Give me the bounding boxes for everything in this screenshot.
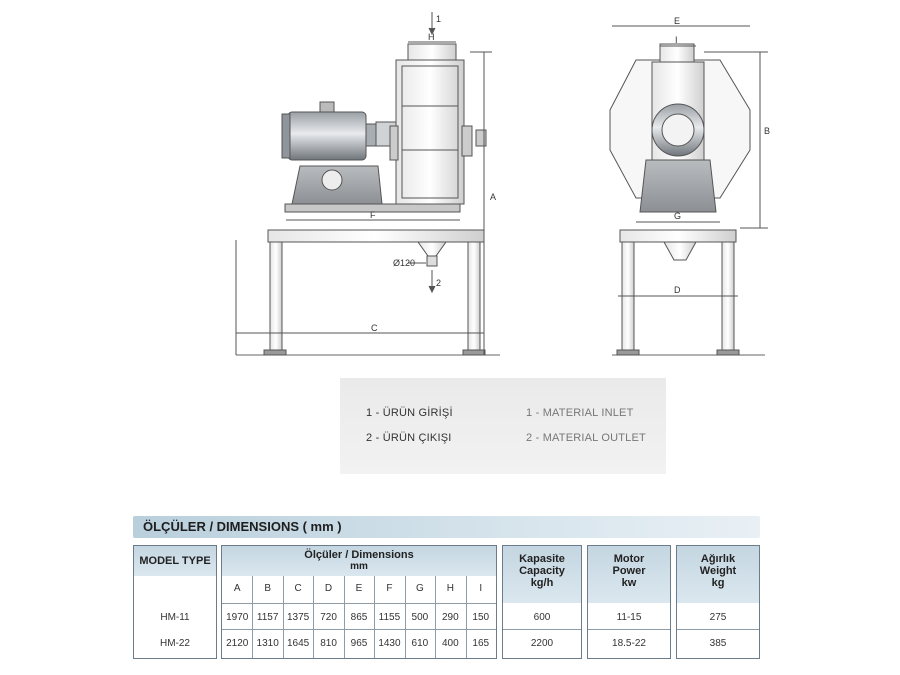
weight-header: Ağırlık Weight kg bbox=[677, 546, 759, 603]
dim-h-hm-22: 400 bbox=[441, 638, 459, 649]
power-header: Motor Power kw bbox=[588, 546, 670, 603]
dim-label-e: E bbox=[674, 16, 680, 26]
legend-tr-inlet: 1 - ÜRÜN GİRİŞİ bbox=[366, 407, 453, 419]
dimensions-header-title: Ölçüler / Dimensions bbox=[304, 549, 414, 561]
capacity-header-unit: kg/h bbox=[530, 577, 554, 589]
power-header-unit: kw bbox=[621, 577, 637, 589]
power-header-en: Power bbox=[612, 565, 646, 577]
column-header-g: G bbox=[415, 583, 424, 594]
dim-b-hm-11: 1157 bbox=[256, 612, 279, 623]
model-hm-11: HM-11 bbox=[160, 612, 190, 623]
dim-label-d: D bbox=[674, 285, 681, 295]
column-header-b: B bbox=[264, 583, 271, 594]
weight-box: Ağırlık Weight kg 275 385 bbox=[676, 545, 760, 659]
capacity-hm-11: 600 bbox=[533, 612, 551, 623]
capacity-hm-22: 2200 bbox=[530, 638, 554, 649]
column-header-c: C bbox=[294, 583, 302, 594]
section-title-text: ÖLÇÜLER / DIMENSIONS ( mm ) bbox=[143, 519, 342, 534]
dim-g-hm-22: 610 bbox=[411, 638, 429, 649]
capacity-header-tr: Kapasite bbox=[519, 553, 565, 565]
dim-label-a: A bbox=[490, 192, 496, 202]
diameter-label: Ø120 bbox=[393, 258, 415, 268]
dim-g-hm-11: 500 bbox=[411, 612, 429, 623]
dim-c-hm-22: 1645 bbox=[286, 638, 310, 649]
dim-label-f: F bbox=[370, 210, 376, 220]
column-header-i: I bbox=[479, 583, 483, 594]
legend-tr-outlet: 2 - ÜRÜN ÇIKIŞI bbox=[366, 432, 452, 444]
weight-header-unit: kg bbox=[711, 577, 725, 589]
legend-en-outlet: 2 - MATERIAL OUTLET bbox=[526, 432, 646, 444]
column-header-a: A bbox=[233, 583, 241, 594]
weight-header-en: Weight bbox=[699, 565, 737, 577]
dimensions-header-unit: mm bbox=[350, 561, 368, 572]
power-box: Motor Power kw 11-15 18.5-22 bbox=[587, 545, 671, 659]
legend-panel: 1 - ÜRÜN GİRİŞİ 2 - ÜRÜN ÇIKIŞI 1 - MATE… bbox=[340, 378, 666, 474]
dim-i-hm-11: 150 bbox=[472, 612, 490, 623]
weight-hm-22: 385 bbox=[709, 638, 727, 649]
dimensions-box: Ölçüler / Dimensions mm A 1970 2120 B 1157 13… bbox=[221, 545, 497, 659]
dim-d-hm-11: 720 bbox=[320, 612, 337, 623]
model-hm-22: HM-22 bbox=[159, 638, 190, 649]
model-type-box: MODEL TYPE HM-11 HM-22 bbox=[133, 545, 217, 659]
column-header-h: H bbox=[446, 583, 454, 594]
dim-label-h: H bbox=[428, 32, 435, 42]
power-hm-22: 18.5-22 bbox=[612, 638, 646, 649]
power-header-tr: Motor bbox=[613, 553, 645, 565]
dim-d-hm-22: 810 bbox=[320, 638, 337, 649]
column-header-f: F bbox=[386, 583, 393, 594]
dim-b-hm-22: 1310 bbox=[256, 638, 279, 649]
weight-header-tr: Ağırlık bbox=[700, 553, 736, 565]
dim-c-hm-11: 1375 bbox=[286, 612, 310, 623]
column-header-e: E bbox=[355, 583, 363, 594]
capacity-header: Kapasite Capacity kg/h bbox=[503, 546, 581, 603]
model-type-header: MODEL TYPE bbox=[134, 546, 216, 576]
front-view bbox=[235, 12, 500, 356]
technical-drawing: 1 H A F Ø120 2 C E I B G D bbox=[235, 12, 770, 356]
inlet-mark: 1 bbox=[436, 14, 441, 24]
power-hm-11: 11-15 bbox=[616, 612, 642, 623]
dim-a-hm-11: 1970 bbox=[226, 612, 249, 623]
dim-e-hm-11: 865 bbox=[350, 612, 368, 623]
capacity-header-en: Capacity bbox=[519, 565, 565, 577]
dimensions-header: Ölçüler / Dimensions mm bbox=[222, 546, 496, 576]
dim-label-g: G bbox=[674, 211, 681, 221]
dim-label-b: B bbox=[764, 126, 770, 136]
dim-label-i: I bbox=[675, 35, 678, 45]
dim-a-hm-22: 2120 bbox=[226, 638, 249, 649]
dim-i-hm-22: 165 bbox=[472, 638, 490, 649]
capacity-box: Kapasite Capacity kg/h 600 2200 bbox=[502, 545, 582, 659]
outlet-mark: 2 bbox=[436, 278, 441, 288]
dim-f-hm-22: 1430 bbox=[378, 638, 401, 649]
dim-e-hm-22: 965 bbox=[350, 638, 368, 649]
legend-en-inlet: 1 - MATERIAL INLET bbox=[526, 407, 634, 419]
side-view bbox=[609, 25, 768, 356]
dim-h-hm-11: 290 bbox=[441, 612, 459, 623]
dim-label-c: C bbox=[371, 323, 378, 333]
weight-hm-11: 275 bbox=[709, 612, 727, 623]
column-header-d: D bbox=[324, 583, 333, 594]
dim-f-hm-11: 1155 bbox=[378, 612, 401, 623]
dimensions-section-title: ÖLÇÜLER / DIMENSIONS ( mm ) bbox=[133, 516, 760, 538]
